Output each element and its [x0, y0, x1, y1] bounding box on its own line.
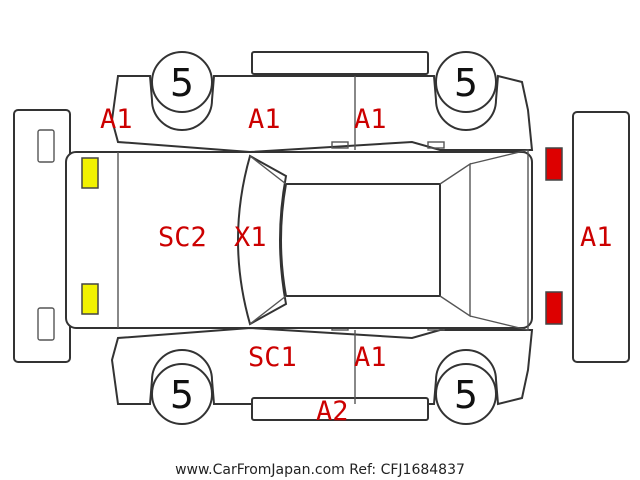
damage-windshield: X1	[234, 222, 267, 253]
damage-rocker-lower: A2	[316, 396, 349, 427]
tire-rear-left: 5	[435, 51, 497, 113]
front-bumper	[13, 109, 71, 363]
tire-front-left: 5	[151, 51, 213, 113]
front-lamp-bottom	[81, 283, 99, 315]
tire-front-right: 5	[151, 363, 213, 425]
front-lamp-top	[81, 157, 99, 189]
damage-front-left-fender: A1	[100, 104, 133, 135]
tire-front-left-value: 5	[170, 61, 194, 105]
reference-footer: www.CarFromJapan.com Ref: CFJ1684837	[175, 462, 465, 478]
rear-lamp-top	[545, 147, 563, 181]
rear-bumper	[572, 111, 630, 363]
top-view-body	[65, 149, 533, 331]
tire-rear-right-value: 5	[454, 373, 478, 417]
damage-rear-door-upper: A1	[354, 104, 387, 135]
side-view-top	[110, 51, 534, 154]
damage-rear-door-lower: A1	[354, 342, 387, 373]
tire-rear-left-value: 5	[454, 61, 478, 105]
side-view-bottom	[110, 323, 534, 421]
damage-hood: SC2	[158, 222, 207, 253]
rear-lamp-bottom	[545, 291, 563, 325]
damage-front-door-upper: A1	[248, 104, 281, 135]
damage-front-door-lower: SC1	[248, 342, 297, 373]
tire-front-right-value: 5	[170, 373, 194, 417]
damage-rear-bumper: A1	[580, 222, 613, 253]
tire-rear-right: 5	[435, 363, 497, 425]
